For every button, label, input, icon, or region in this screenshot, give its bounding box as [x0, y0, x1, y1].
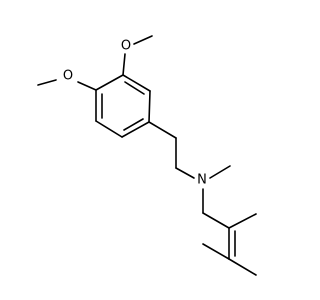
bond-o-left-ring [77, 81, 97, 91]
bond-n-methyl [209, 165, 231, 179]
molecule-canvas: O O N [37, 35, 257, 276]
bond-ring-ch2 [148, 121, 177, 139]
nitrogen-label: N [197, 173, 207, 188]
bond-c-ch-right [228, 258, 257, 276]
bond-o-top-ring [122, 53, 126, 76]
bond-methyl-o-left [37, 79, 57, 86]
benzene-ring [95, 74, 151, 138]
oxygen-label-top: O [121, 39, 131, 54]
bond-c-ch-left [202, 243, 230, 260]
oxygen-label-left: O [63, 69, 73, 84]
bond-ch2-n [175, 167, 195, 179]
bond-ch2-c [202, 212, 230, 229]
bond-c-methyl [228, 213, 257, 229]
molecule-structure-diagram: O O N [37, 35, 257, 276]
bond-methyl-o-top [133, 35, 153, 45]
